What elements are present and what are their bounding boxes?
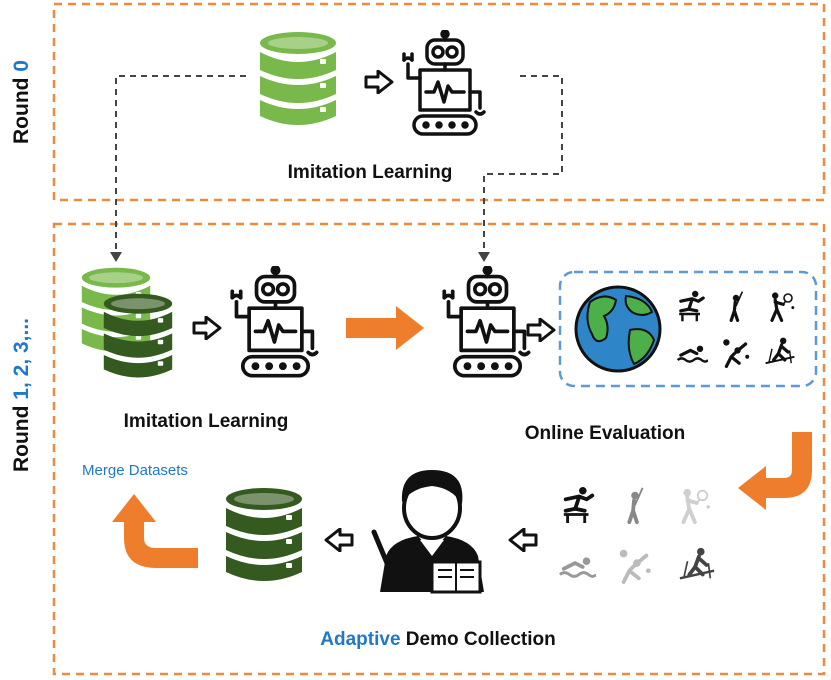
globe-icon <box>574 285 662 373</box>
hollow-arrow-icon <box>508 528 538 552</box>
merge-connector <box>115 75 246 254</box>
adc-caption: Adaptive Demo Collection <box>320 629 555 650</box>
robot-icon <box>402 30 486 136</box>
round0-label: Round 0 <box>10 60 33 144</box>
round1-frame <box>52 222 826 676</box>
hollow-arrow-icon <box>192 316 222 340</box>
eval-connector <box>483 75 563 254</box>
database-icon <box>260 32 336 125</box>
eval-box <box>558 270 818 388</box>
volleyball-icon <box>617 547 653 584</box>
tennis-icon <box>681 486 712 524</box>
database-icon <box>226 488 302 581</box>
il-caption: Imitation Learning <box>124 411 289 432</box>
merge-connector-head <box>110 252 122 262</box>
eval-connector-head <box>478 252 490 262</box>
orange-arrow-icon <box>346 306 424 350</box>
round0-caption: Imitation Learning <box>288 162 453 183</box>
orange-curve-arrow-icon <box>738 432 812 510</box>
hurdler-icon <box>677 290 705 322</box>
round1-label: Round 1, 2, 3,... <box>10 318 33 472</box>
database-icon <box>103 293 173 378</box>
robot-icon <box>442 266 531 378</box>
hollow-arrow-icon <box>324 528 354 552</box>
hurdler-icon <box>561 486 595 524</box>
eval-caption: Online Evaluation <box>525 423 685 444</box>
volleyball-icon <box>721 337 751 368</box>
skier-icon <box>678 546 716 581</box>
swimmer-icon <box>676 344 708 364</box>
merge-label: Merge Datasets <box>82 462 188 479</box>
swimmer-icon <box>558 555 596 579</box>
orange-curve-arrow-icon <box>112 494 198 568</box>
golfer-icon <box>627 486 645 524</box>
teacher-icon <box>371 470 484 594</box>
round0-frame <box>52 2 826 202</box>
hollow-arrow-icon <box>364 70 394 94</box>
hollow-arrow-icon <box>526 318 556 342</box>
robot-icon <box>230 266 319 378</box>
golfer-icon <box>729 290 745 322</box>
tennis-icon <box>770 290 796 322</box>
skier-icon <box>764 336 796 365</box>
